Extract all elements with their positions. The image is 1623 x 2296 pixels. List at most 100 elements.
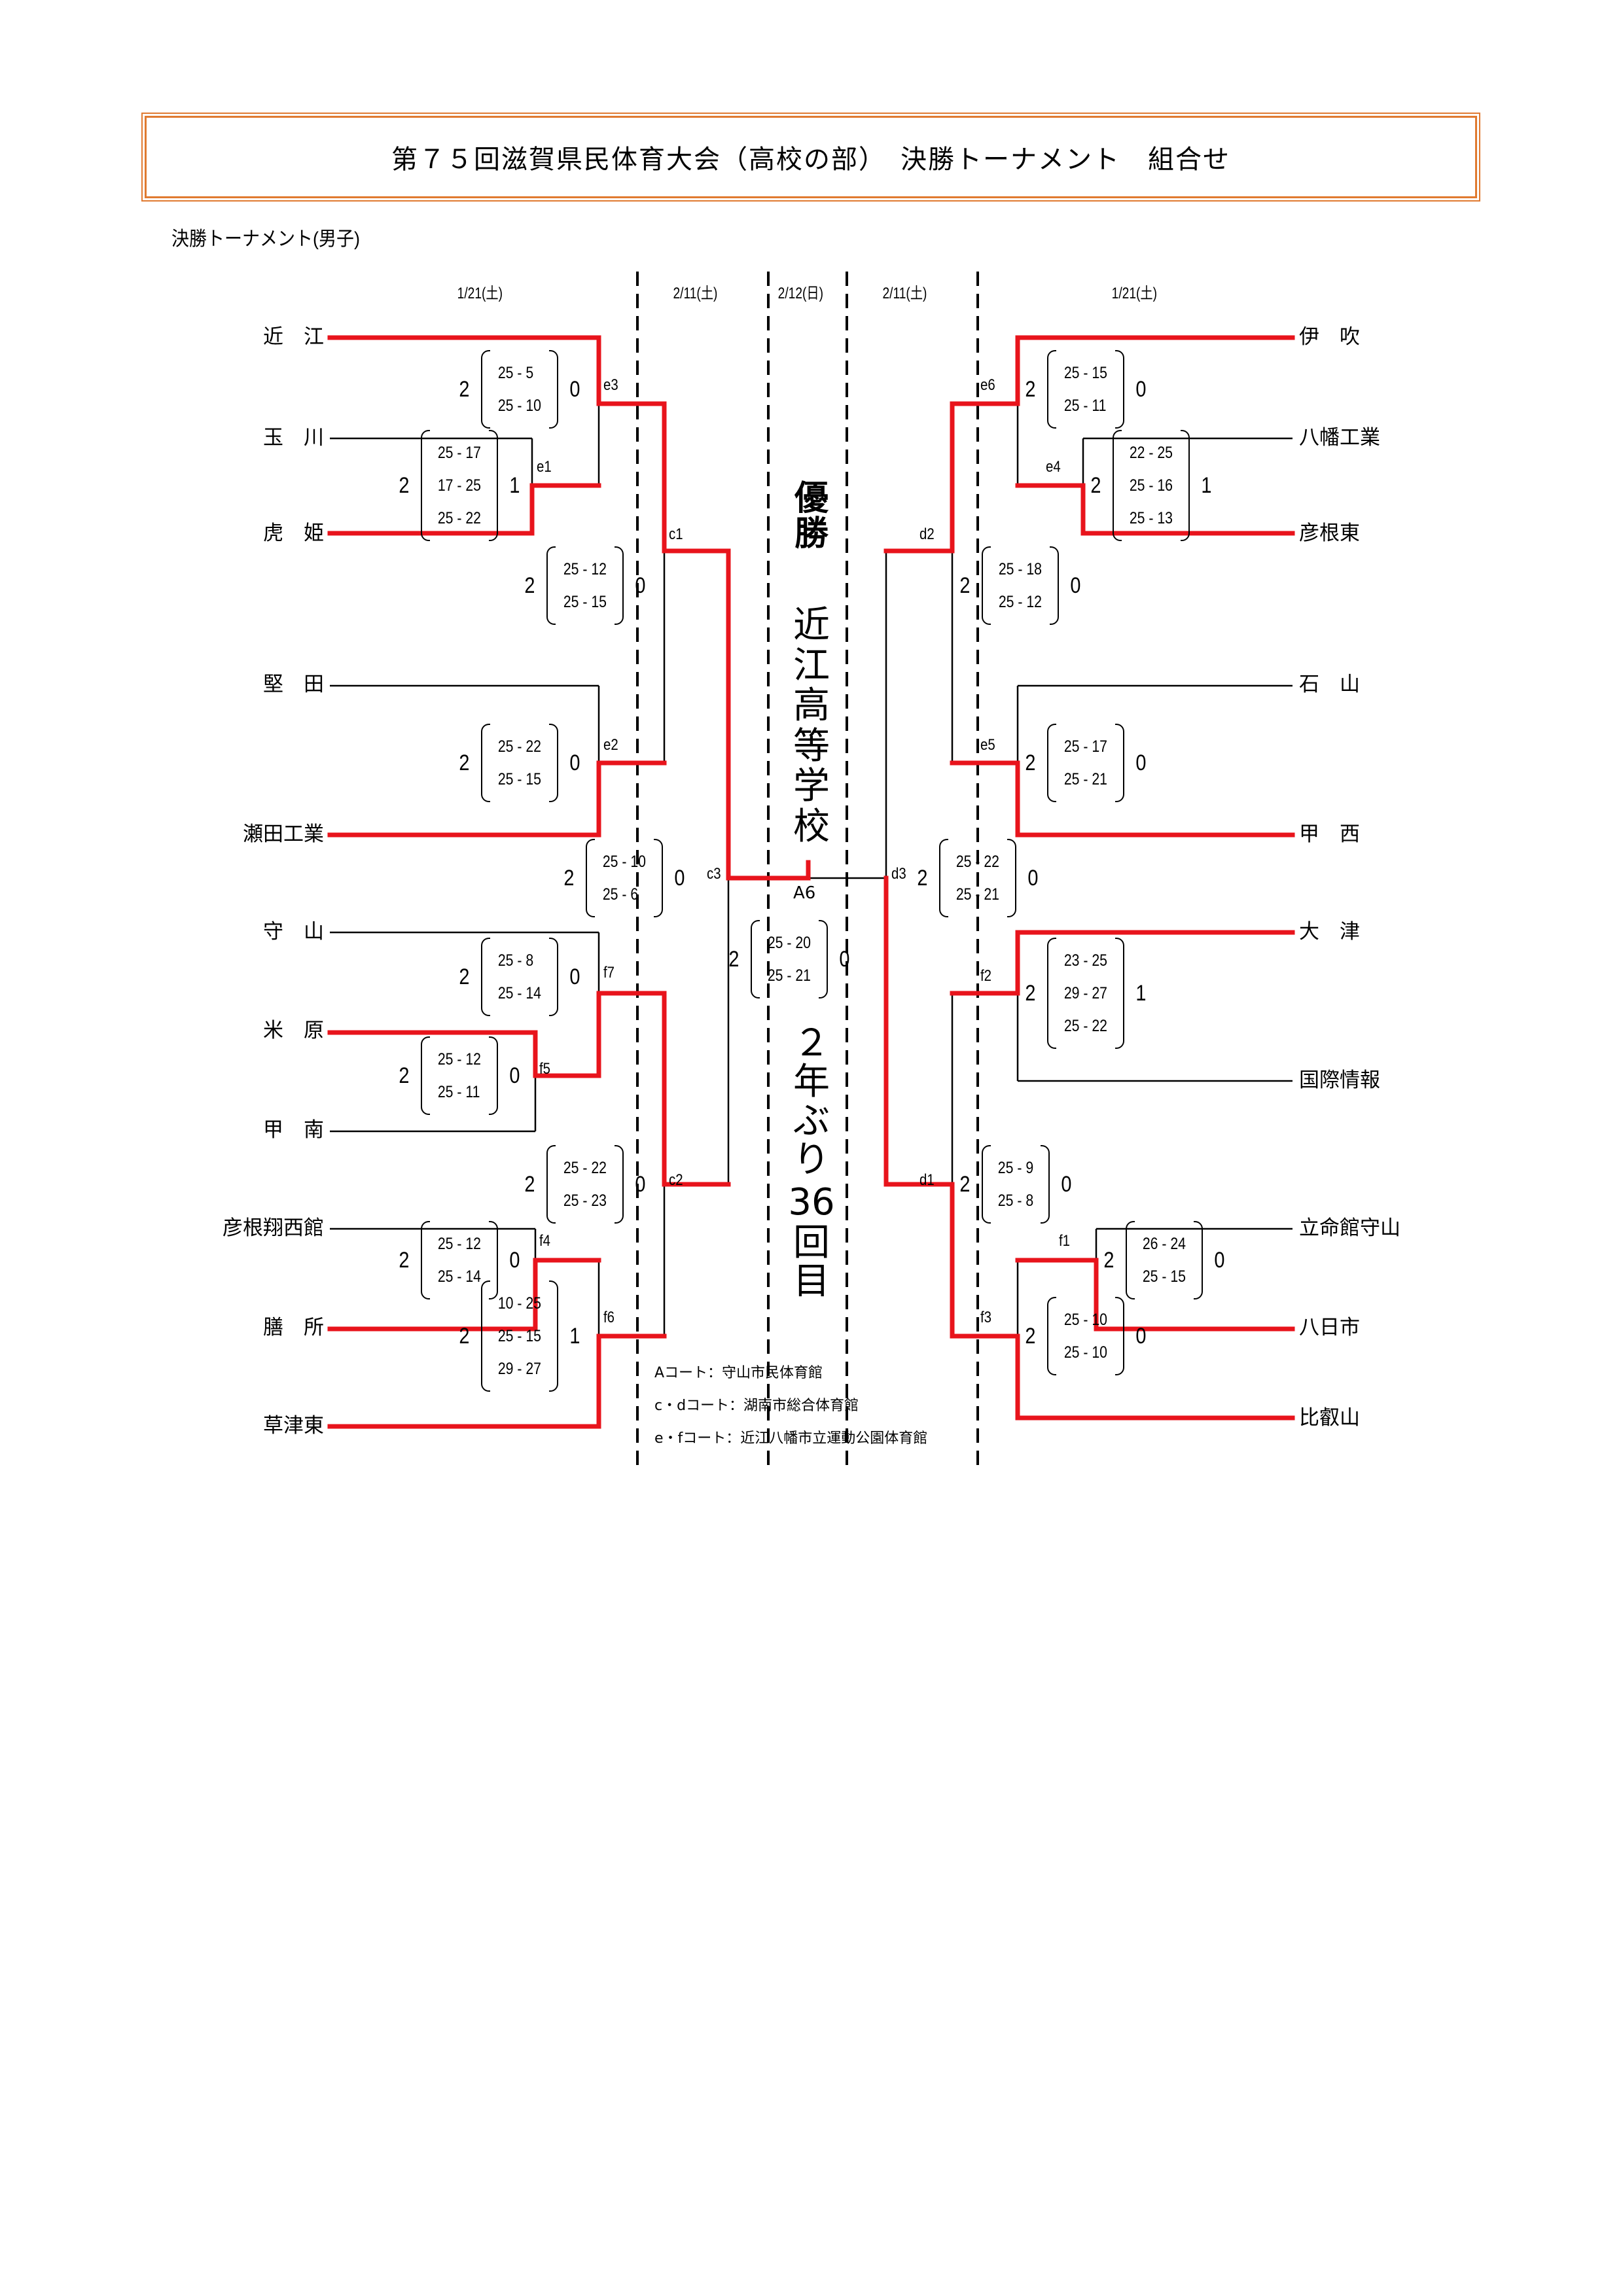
left-brace <box>585 839 595 917</box>
set-score: 25 - 16 <box>1129 476 1173 495</box>
set-score: 25 - 15 <box>563 593 607 611</box>
left-brace <box>420 430 430 541</box>
winner-sets: 2 <box>524 573 535 598</box>
set-score: 25 - 10 <box>497 397 541 415</box>
set-score: 25 - 10 <box>1063 1311 1107 1329</box>
set-score: 25 - 12 <box>563 560 607 578</box>
winner-sets: 2 <box>1025 1323 1036 1349</box>
winner-sets: 2 <box>399 1247 410 1273</box>
set-scores: 25 - 5 25 - 10 <box>498 357 541 422</box>
set-score: 25 - 9 <box>997 1159 1034 1177</box>
loser-sets: 0 <box>569 964 580 989</box>
team-left-11: 草津東 <box>263 1414 324 1438</box>
left-brace <box>1046 938 1056 1049</box>
team-right-9: 八日市 <box>1299 1316 1360 1339</box>
set-score: 25 - 12 <box>437 1050 481 1069</box>
date-final: 2/12(日) <box>777 285 824 302</box>
team-right-4: 石 山 <box>1299 673 1360 696</box>
set-score: 25 - 22 <box>1063 1017 1107 1035</box>
team-left-6: 守 山 <box>263 920 324 944</box>
left-brace <box>420 1036 430 1115</box>
match-code: c2 <box>669 1171 683 1189</box>
set-score: 29 - 27 <box>497 1360 541 1378</box>
winner-sets: 2 <box>399 1063 410 1088</box>
final-match-code: A6 <box>793 883 816 903</box>
loser-sets: 0 <box>839 946 850 972</box>
team-right-7: 国際情報 <box>1299 1069 1380 1092</box>
set-scores: 25 - 12 25 - 15 <box>563 553 607 618</box>
set-score: 25 - 13 <box>1129 509 1173 527</box>
left-brace <box>420 1221 430 1299</box>
date-right-round2: 2/11(土) <box>882 285 927 302</box>
page-title: 第７５回滋賀県民体育大会（高校の部） 決勝トーナメント 組合せ <box>391 145 1230 175</box>
date-left-round2: 2/11(土) <box>673 285 718 302</box>
match-code: e5 <box>980 736 995 754</box>
date-right-round1: 1/21(土) <box>1111 285 1158 302</box>
match-code: f5 <box>539 1060 551 1078</box>
set-score: 25 - 12 <box>998 593 1042 611</box>
set-score: 25 - 5 <box>497 364 534 382</box>
right-brace <box>1049 546 1059 625</box>
set-score: 25 - 11 <box>1063 397 1107 415</box>
team-right-5: 甲 西 <box>1299 822 1360 846</box>
loser-sets: 0 <box>674 865 685 891</box>
court-ef: e・fコート：近江八幡市立運動公園体育館 <box>654 1430 928 1447</box>
right-brace <box>1193 1221 1203 1299</box>
loser-sets: 0 <box>635 573 646 598</box>
match-code: f7 <box>603 964 615 981</box>
team-left-2: 玉 川 <box>263 426 324 450</box>
match-code: f1 <box>1059 1232 1071 1250</box>
team-right-2: 八幡工業 <box>1299 426 1380 450</box>
left-brace <box>1046 1297 1056 1375</box>
winner-sets: 2 <box>1090 472 1101 498</box>
match-code: d3 <box>891 865 906 883</box>
winner-sets: 2 <box>524 1171 535 1197</box>
court-a: Aコート：守山市民体育館 <box>654 1365 823 1381</box>
set-score: 25 - 10 <box>1063 1343 1107 1362</box>
winner-sets: 2 <box>459 1323 470 1349</box>
team-left-4: 堅 田 <box>263 673 324 696</box>
right-brace <box>548 1280 558 1392</box>
champion-label: 優勝 <box>794 479 829 554</box>
winner-sets: 2 <box>1025 376 1036 402</box>
winner-sets: 2 <box>399 472 410 498</box>
set-score: 25 - 17 <box>1063 737 1107 756</box>
set-score: 25 - 11 <box>437 1083 480 1101</box>
right-brace <box>818 920 828 998</box>
left-brace <box>981 1145 991 1224</box>
winner-sets: 2 <box>728 946 740 972</box>
match-code: f4 <box>539 1232 551 1250</box>
match-code: e1 <box>537 458 552 476</box>
loser-sets: 0 <box>1135 750 1147 775</box>
loser-sets: 1 <box>1201 472 1212 498</box>
match-code: f3 <box>980 1309 992 1326</box>
set-score: 25 - 8 <box>497 951 534 970</box>
right-brace <box>488 1036 498 1115</box>
left-brace <box>1046 724 1056 802</box>
match-code: d1 <box>919 1171 935 1189</box>
set-score: 25 - 21 <box>767 966 811 985</box>
team-left-7: 米 原 <box>263 1019 324 1042</box>
left-brace <box>480 350 490 429</box>
set-scores: 25 - 12 25 - 11 <box>438 1043 481 1108</box>
set-score: 25 - 8 <box>997 1192 1034 1210</box>
right-brace <box>614 546 624 625</box>
set-score: 25 - 22 <box>497 737 541 756</box>
set-score: 23 - 25 <box>1063 951 1107 970</box>
winner-sets: 2 <box>459 964 470 989</box>
